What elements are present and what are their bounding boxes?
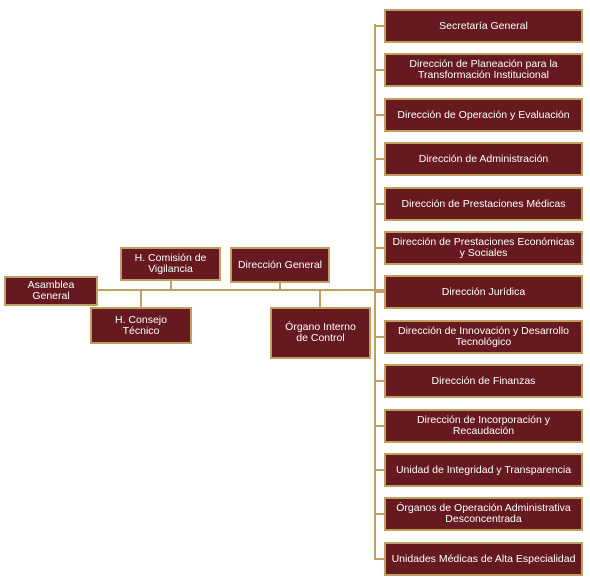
- right-node-connector: [374, 25, 385, 27]
- right-node-connector: [374, 247, 385, 249]
- node-label: H. Comisión de Vigilancia: [134, 252, 207, 275]
- node-organo-interno-control: Órgano Interno de Control: [270, 307, 371, 359]
- node-asamblea-general: Asamblea General: [4, 276, 98, 306]
- right-node-connector: [374, 558, 385, 560]
- node-label: Órgano Interno de Control: [285, 321, 356, 344]
- node-direccion-general: Dirección General: [230, 247, 330, 283]
- right-node-connector: [374, 114, 385, 116]
- node-label: Órganos de Operación Administrativa Desc…: [396, 502, 571, 525]
- node-label: Dirección de Prestaciones Económicas y S…: [392, 236, 575, 259]
- node-label: Dirección de Operación y Evaluación: [397, 108, 570, 121]
- node-consejo-tecnico: H. Consejo Técnico: [90, 307, 192, 344]
- node-right-1: Dirección de Planeación para la Transfor…: [384, 53, 583, 87]
- node-label: Dirección Jurídica: [441, 285, 526, 298]
- right-node-connector: [374, 203, 385, 205]
- right-node-connector: [374, 158, 385, 160]
- node-label: Dirección de Planeación para la Transfor…: [409, 58, 558, 81]
- right-node-connector: [374, 469, 385, 471]
- node-label: Asamblea General: [27, 279, 75, 302]
- node-right-8: Dirección de Finanzas: [384, 364, 583, 398]
- node-label: Dirección de Prestaciones Médicas: [401, 197, 566, 210]
- node-right-12: Unidades Médicas de Alta Especialidad: [384, 542, 583, 576]
- right-node-connector: [374, 380, 385, 382]
- node-label: Dirección de Finanzas: [431, 374, 536, 387]
- node-label: Dirección de Innovación y Desarrollo Tec…: [398, 325, 569, 348]
- node-right-4: Dirección de Prestaciones Médicas: [384, 187, 583, 221]
- comision-connector: [170, 278, 172, 290]
- node-right-11: Órganos de Operación Administrativa Desc…: [384, 497, 583, 531]
- node-right-5: Dirección de Prestaciones Económicas y S…: [384, 231, 583, 265]
- node-right-0: Secretaría General: [384, 9, 583, 43]
- node-label: Unidad de Integridad y Transparencia: [395, 463, 572, 476]
- node-right-10: Unidad de Integridad y Transparencia: [384, 453, 583, 487]
- node-label: Dirección General: [237, 258, 323, 271]
- organo-interno-connector: [319, 290, 321, 308]
- consejo-connector: [140, 290, 142, 308]
- node-right-9: Dirección de Incorporación y Recaudación: [384, 409, 583, 443]
- node-label: Secretaría General: [439, 19, 528, 32]
- node-label: Unidades Médicas de Alta Especialidad: [391, 552, 576, 565]
- right-node-connector: [374, 69, 385, 71]
- node-right-2: Dirección de Operación y Evaluación: [384, 98, 583, 132]
- right-node-connector: [374, 513, 385, 515]
- right-node-connector: [374, 425, 385, 427]
- node-label: H. Consejo Técnico: [115, 313, 167, 337]
- direccion-general-connector: [279, 281, 281, 290]
- node-right-3: Dirección de Administración: [384, 142, 583, 176]
- node-label: Dirección de Incorporación y Recaudación: [416, 414, 551, 437]
- main-horizontal-connector: [96, 289, 384, 291]
- node-label: Dirección de Administración: [418, 152, 549, 165]
- node-right-6: Dirección Jurídica: [384, 275, 583, 309]
- node-right-7: Dirección de Innovación y Desarrollo Tec…: [384, 320, 583, 354]
- node-comision-vigilancia: H. Comisión de Vigilancia: [120, 247, 221, 281]
- right-node-connector: [374, 291, 385, 293]
- right-node-connector: [374, 336, 385, 338]
